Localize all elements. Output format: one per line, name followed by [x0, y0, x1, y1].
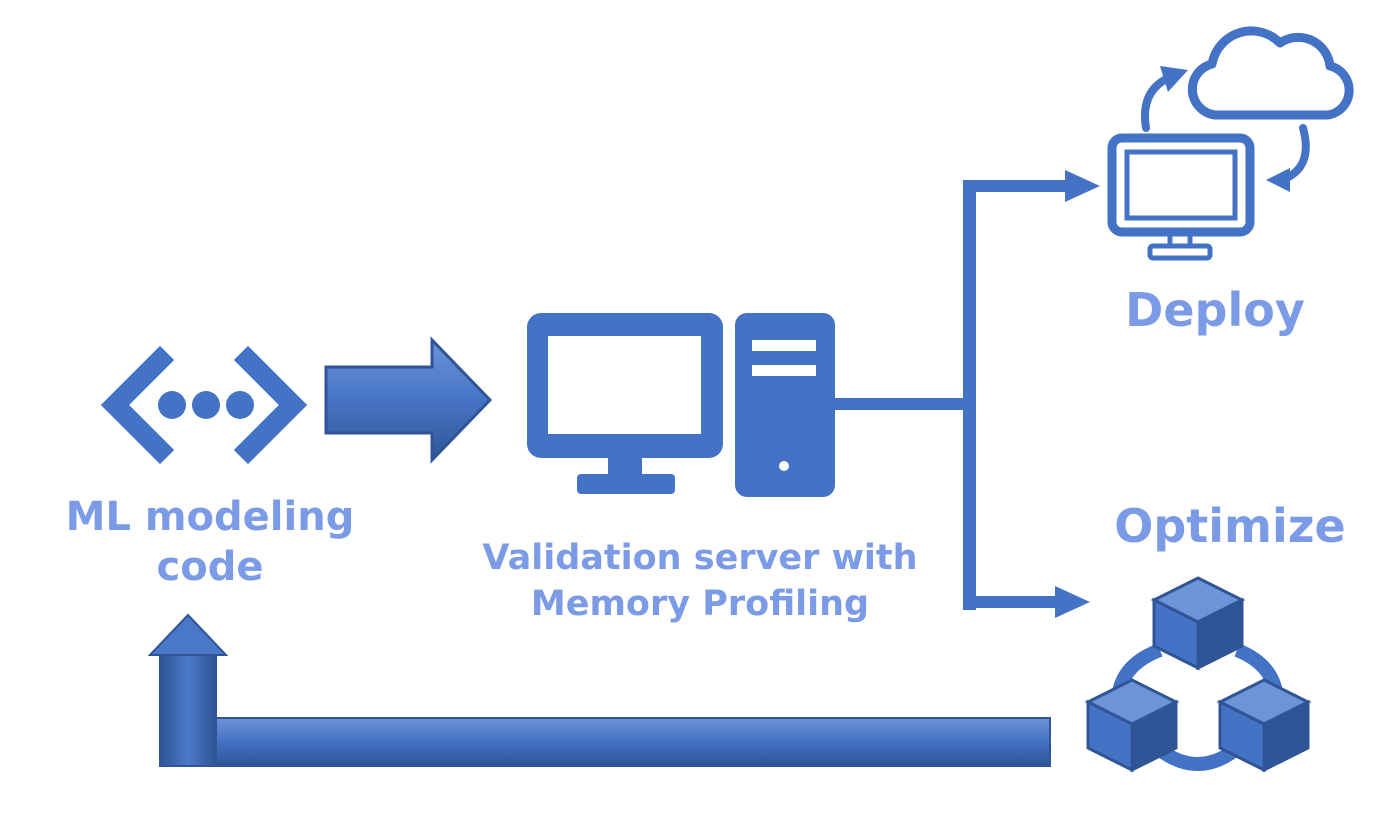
arrowhead-to-optimize — [1055, 586, 1090, 618]
validation-server-label-line1: Validation server with — [482, 538, 918, 578]
dot-icon — [192, 391, 220, 419]
deploy-label: Deploy — [1125, 283, 1305, 337]
ml-code-label-line1: ML modeling — [65, 494, 355, 540]
optimize-label: Optimize — [1114, 499, 1346, 553]
connected-cubes-icon — [1084, 576, 1312, 773]
ml-code-label: ML modeling code — [40, 492, 380, 592]
monitor-base — [577, 474, 675, 494]
monitor-cloud-sync-icon — [1107, 26, 1354, 261]
server-monitor-screen — [548, 336, 701, 434]
cube-icon-top — [1150, 576, 1246, 671]
deploy-monitor-screen — [1124, 149, 1238, 221]
return-arrow-bar — [189, 717, 1051, 767]
sync-arrow-up-icon — [1141, 74, 1172, 132]
ml-code-label-line2: code — [156, 544, 264, 590]
connector-to-optimize — [963, 596, 1063, 608]
tower-power-icon — [779, 461, 789, 471]
sync-arrowhead-down — [1266, 168, 1290, 192]
connector-vertical — [963, 180, 976, 610]
return-arrow — [147, 613, 1051, 767]
desktop-computer-tower-icon — [527, 313, 835, 497]
monitor-neck — [608, 455, 642, 477]
dot-icon — [158, 391, 186, 419]
dot-icon — [226, 391, 254, 419]
cube-icon-right — [1216, 678, 1312, 773]
code-network-icon — [100, 345, 308, 465]
return-arrow-shaft — [159, 649, 217, 767]
deploy-monitor-base — [1147, 243, 1213, 261]
server-tower-icon — [735, 313, 835, 497]
left-bracket-icon — [100, 345, 175, 465]
arrow-to-server — [324, 336, 493, 464]
arrowhead-to-deploy — [1065, 170, 1100, 202]
return-arrowhead-up — [147, 613, 229, 656]
tower-drive-slot — [752, 365, 816, 376]
validation-server-label-line2: Memory Profiling — [530, 584, 870, 624]
cloud-icon — [1187, 26, 1354, 120]
connector-horizontal — [835, 398, 970, 410]
tower-drive-slot — [752, 340, 816, 351]
connector-to-deploy — [963, 180, 1073, 192]
cube-link — [1155, 744, 1240, 771]
validation-server-label: Validation server with Memory Profiling — [445, 535, 955, 627]
right-bracket-icon — [233, 345, 308, 465]
sync-arrowhead-up — [1160, 66, 1188, 92]
cube-icon-left — [1084, 678, 1180, 773]
branch-connector — [835, 170, 1100, 618]
